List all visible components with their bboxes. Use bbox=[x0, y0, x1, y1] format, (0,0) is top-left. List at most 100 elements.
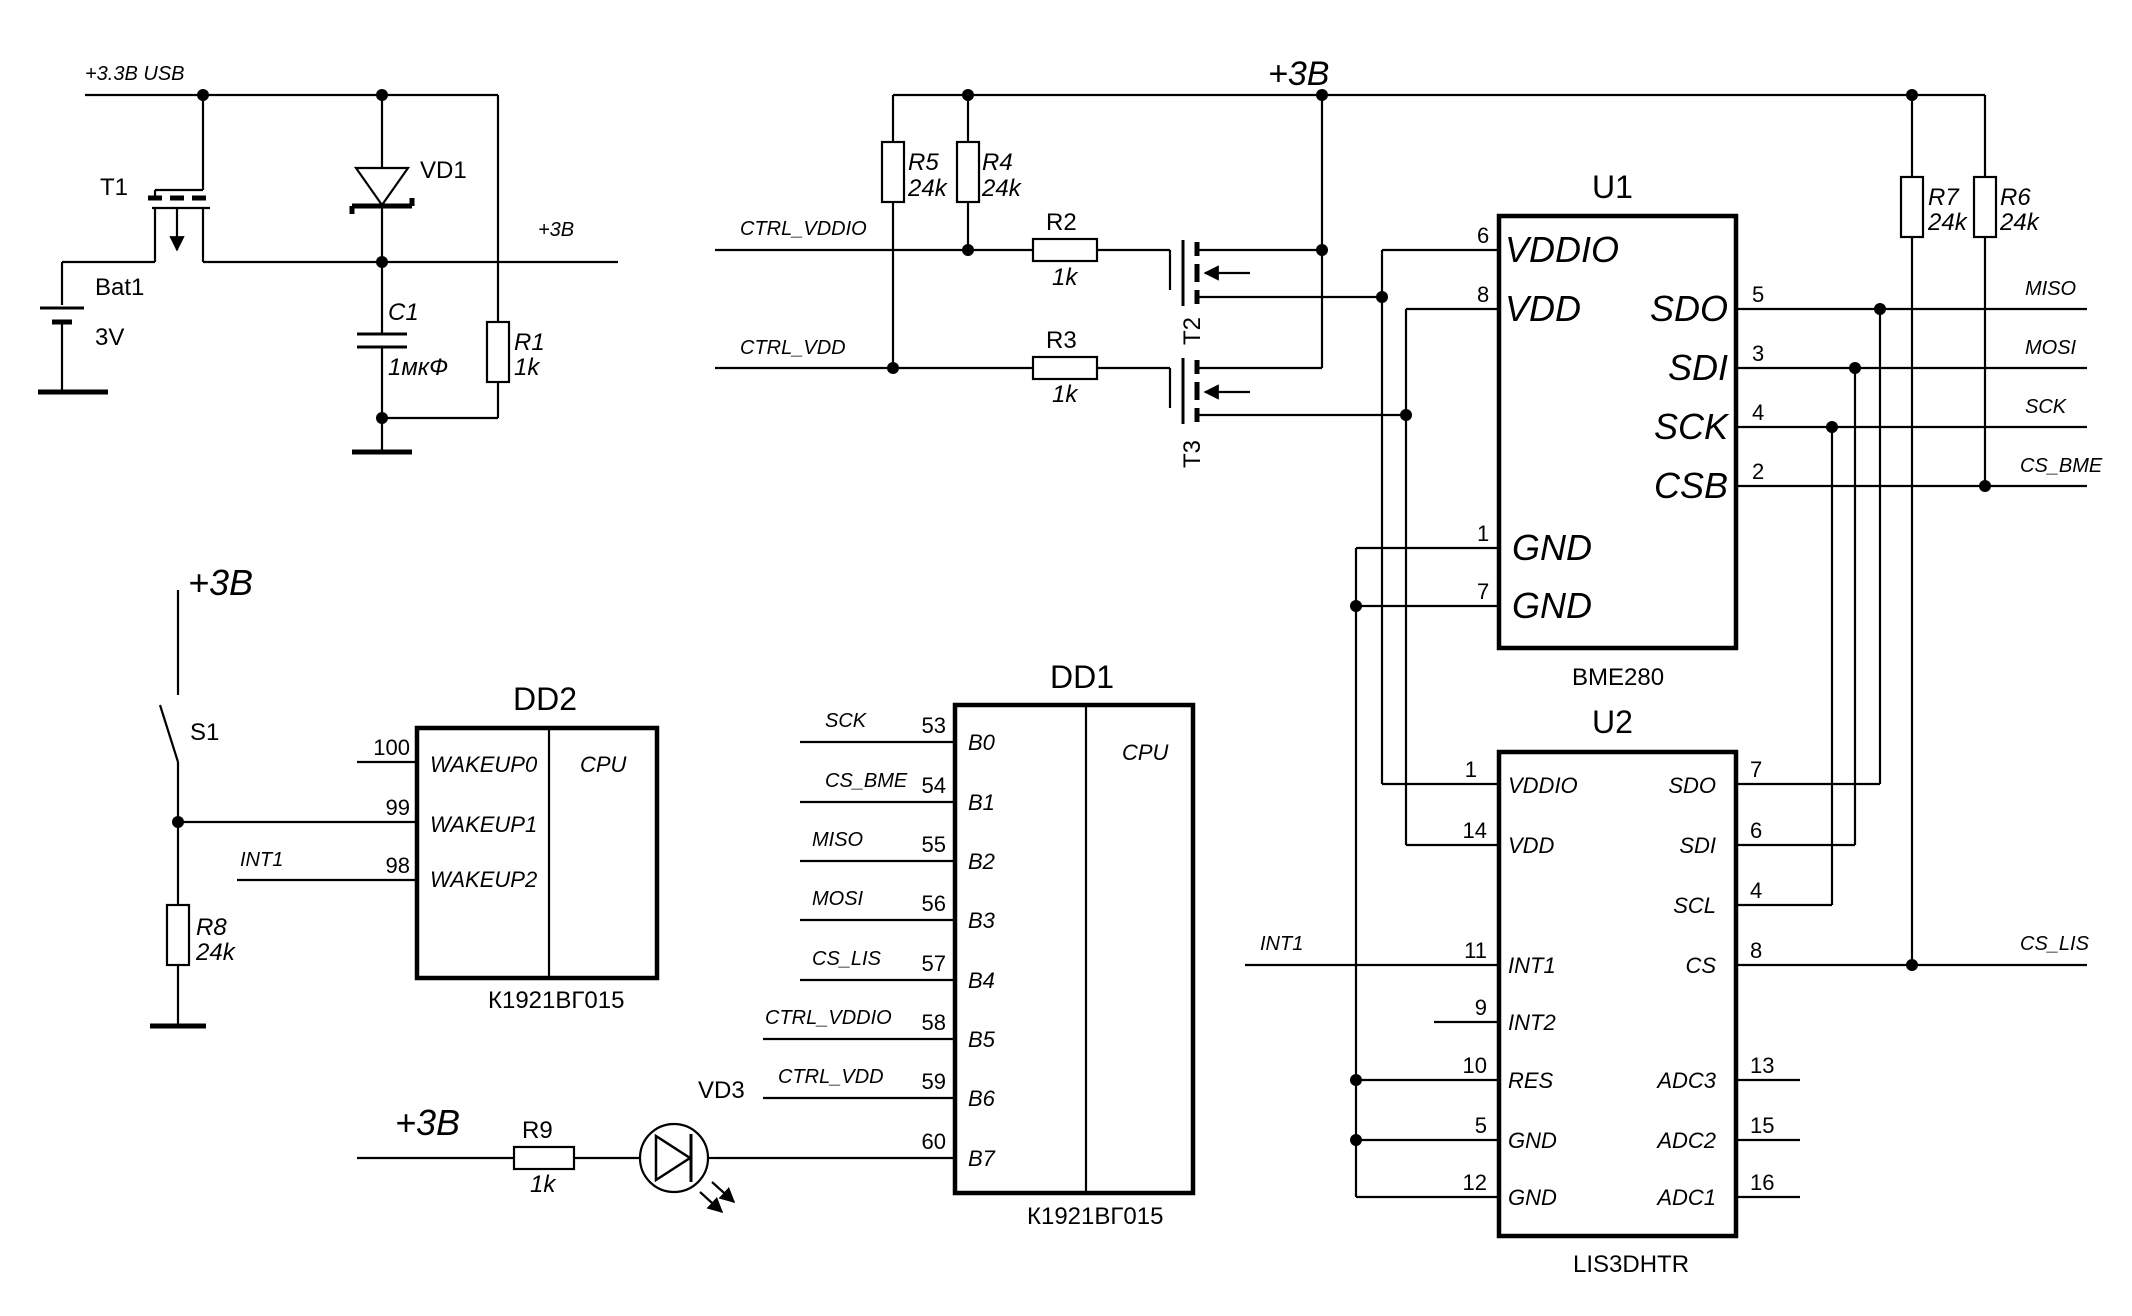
u1-pin-name: GND bbox=[1512, 527, 1592, 568]
dd1-pin-net: SCK bbox=[825, 710, 868, 732]
dd1-pin-name: B5 bbox=[968, 1027, 996, 1052]
dd2-ref: DD2 bbox=[513, 681, 577, 717]
r6-value: 24k bbox=[1999, 209, 2041, 236]
r9-value: 1k bbox=[530, 1171, 557, 1198]
vd1-ref: VD1 bbox=[420, 157, 467, 184]
net-label-v33-usb: +3.3В USB bbox=[85, 63, 185, 85]
u2-part: LIS3DHTR bbox=[1573, 1251, 1689, 1278]
u2-ref: U2 bbox=[1592, 704, 1633, 740]
bat1-value: 3V bbox=[95, 324, 124, 351]
dd1-pin-net: CS_LIS bbox=[812, 948, 882, 970]
net-label-v3-switch: +3В bbox=[188, 562, 253, 603]
r7-ref: R7 bbox=[1928, 184, 1960, 211]
net-label-sck: SCK bbox=[2025, 396, 2068, 418]
net-label-cs-lis: CS_LIS bbox=[2020, 933, 2090, 955]
u1-pin-num: 5 bbox=[1752, 282, 1764, 307]
dd1-pin-num: 55 bbox=[922, 832, 946, 857]
net-label-v3-top: +3В bbox=[1268, 55, 1329, 93]
u2-pin-name: CS bbox=[1685, 953, 1716, 978]
dd1-pin-name: B4 bbox=[968, 968, 995, 993]
u1-pin-num: 3 bbox=[1752, 341, 1764, 366]
u2-pin-num: 14 bbox=[1463, 818, 1487, 843]
dd2-func: CPU bbox=[580, 752, 627, 777]
dd1-pin-name: B0 bbox=[968, 730, 996, 755]
u2-pin-name: ADC3 bbox=[1655, 1068, 1716, 1093]
r9-ref: R9 bbox=[522, 1117, 553, 1144]
u1-pin-name: SCK bbox=[1654, 406, 1730, 447]
u2-pin-num: 15 bbox=[1750, 1113, 1774, 1138]
dd1-pin-name: B1 bbox=[968, 790, 995, 815]
r6-ref: R6 bbox=[2000, 184, 2031, 211]
u2-pin-num: 10 bbox=[1463, 1053, 1487, 1078]
u2-pin-name: ADC1 bbox=[1655, 1185, 1716, 1210]
dd1-pin-net: CS_BME bbox=[825, 770, 908, 792]
u1-pin-name: VDD bbox=[1505, 288, 1581, 329]
t1-ref: T1 bbox=[100, 174, 128, 201]
dd1-part: К1921ВГ015 bbox=[1027, 1203, 1163, 1230]
r4-value: 24k bbox=[981, 175, 1023, 202]
r5-ref: R5 bbox=[908, 149, 939, 176]
u2-pin-num: 1 bbox=[1465, 757, 1477, 782]
r2-ref: R2 bbox=[1046, 209, 1077, 236]
t3-ref: T3 bbox=[1179, 440, 1206, 468]
u1-pin-name: SDO bbox=[1650, 288, 1728, 329]
r8-value: 24k bbox=[195, 939, 237, 966]
u2-pin-num: 16 bbox=[1750, 1170, 1774, 1195]
u2-pin-num: 9 bbox=[1475, 995, 1487, 1020]
dd1-func: CPU bbox=[1122, 740, 1169, 765]
u2-pin-name: INT2 bbox=[1508, 1010, 1556, 1035]
dd1-pin-num: 58 bbox=[922, 1010, 946, 1035]
u2-pin-name: SDI bbox=[1679, 833, 1716, 858]
dd2-part: К1921ВГ015 bbox=[488, 987, 624, 1014]
dd1-pin-name: B2 bbox=[968, 849, 995, 874]
dd1-pin-net: MISO bbox=[812, 829, 863, 851]
u2-pin-num: 12 bbox=[1463, 1170, 1487, 1195]
net-label-v3-small: +3В bbox=[538, 219, 574, 241]
u2-pin-name: GND bbox=[1508, 1128, 1557, 1153]
u2-pin-name: VDD bbox=[1508, 833, 1555, 858]
led-indicator-section: +3В R9 1k VD3 bbox=[357, 1077, 745, 1214]
u2-pin-num: 4 bbox=[1750, 878, 1762, 903]
u1-part: BME280 bbox=[1572, 664, 1664, 691]
pullup-resistors: R7 24k R6 24k bbox=[1899, 95, 2041, 965]
dd2-pin-name: WAKEUP2 bbox=[430, 867, 537, 892]
bat1-ref: Bat1 bbox=[95, 274, 144, 301]
s1-ref: S1 bbox=[190, 719, 219, 746]
u2-pin-name: INT1 bbox=[1508, 953, 1556, 978]
u1-pin-name: GND bbox=[1512, 585, 1592, 626]
net-label-cs-bme: CS_BME bbox=[2020, 455, 2103, 477]
net-label-ctrl-vdd: CTRL_VDD bbox=[740, 337, 846, 359]
u1-pin-name: VDDIO bbox=[1505, 229, 1619, 270]
net-label-mosi: MOSI bbox=[2025, 337, 2077, 359]
u2-pin-name: VDDIO bbox=[1508, 773, 1578, 798]
dd1-pin-num: 53 bbox=[922, 713, 946, 738]
u2-pin-name: RES bbox=[1508, 1068, 1554, 1093]
vd3-ref: VD3 bbox=[698, 1077, 745, 1104]
dd2-pin-num: 100 bbox=[373, 735, 410, 760]
dd1-pin-net: MOSI bbox=[812, 888, 864, 910]
u2-pin-name: SCL bbox=[1673, 893, 1716, 918]
r4-ref: R4 bbox=[982, 149, 1013, 176]
r3-ref: R3 bbox=[1046, 327, 1077, 354]
dd2-pin-num: 99 bbox=[386, 795, 410, 820]
dd1-pin-name: B6 bbox=[968, 1086, 996, 1111]
net-label-ctrl-vddio: CTRL_VDDIO bbox=[740, 218, 867, 240]
r5-value: 24k bbox=[907, 175, 949, 202]
dd1-ref: DD1 bbox=[1050, 659, 1114, 695]
u2-lis3dhtr: U2 LIS3DHTR 1 VDDIO 14 VDD 11 INT1 INT1 … bbox=[1245, 704, 2090, 1278]
u1-pin-num: 2 bbox=[1752, 459, 1764, 484]
r1-value: 1k bbox=[514, 354, 541, 381]
r7-value: 24k bbox=[1927, 209, 1969, 236]
dd1-pin-num: 59 bbox=[922, 1069, 946, 1094]
u1-pin-name: CSB bbox=[1654, 465, 1728, 506]
net-label-int1-dd2: INT1 bbox=[240, 849, 283, 871]
dd2-pin-name: WAKEUP0 bbox=[430, 752, 538, 777]
u2-pin-name: SDO bbox=[1668, 773, 1716, 798]
dd1-pin-num: 60 bbox=[922, 1129, 946, 1154]
u1-pin-num: 4 bbox=[1752, 400, 1764, 425]
u1-pin-num: 1 bbox=[1477, 521, 1489, 546]
u1-ref: U1 bbox=[1592, 169, 1633, 205]
net-label-v3-led: +3В bbox=[395, 1102, 460, 1143]
